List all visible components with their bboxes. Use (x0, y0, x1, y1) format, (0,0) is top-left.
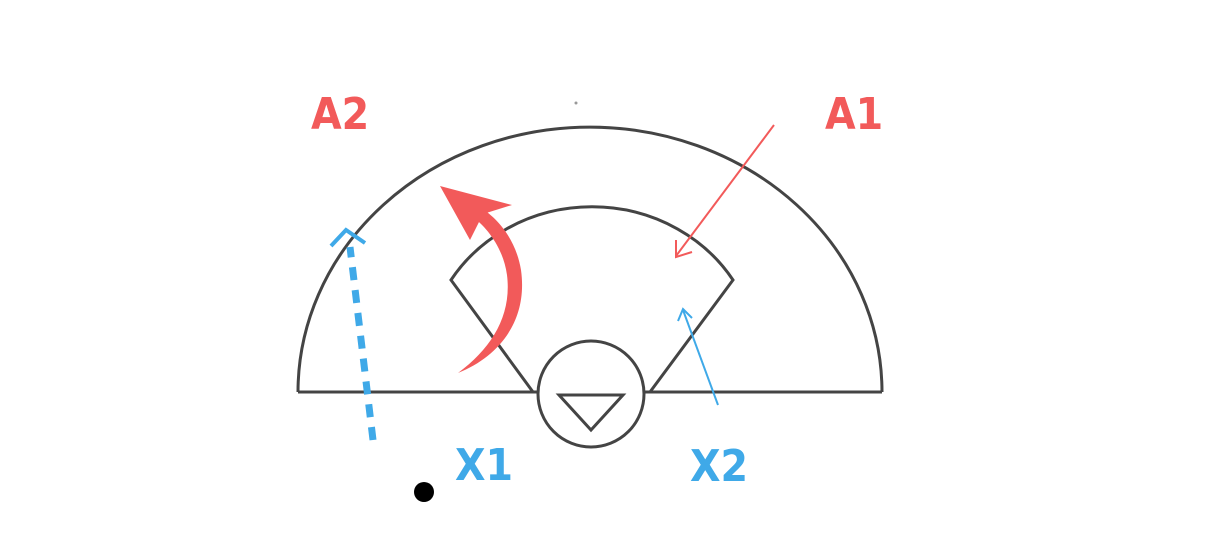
center-triangle (555, 393, 627, 433)
red-curved-arrow-head (440, 186, 512, 240)
label-a1: A1 (825, 89, 883, 140)
blue-dotted-path (346, 246, 377, 441)
red-curved-arrow-body (458, 206, 523, 373)
outer-arc (296, 125, 884, 393)
blue-arrow-head (677, 307, 693, 322)
red-arrow-line (675, 124, 775, 257)
label-x1: X1 (455, 440, 513, 491)
player-dot (414, 482, 434, 502)
label-a2: A2 (311, 89, 369, 140)
stray-dot (574, 101, 578, 105)
blue-dotted-arrow-head (329, 227, 367, 248)
red-arrow-head (675, 240, 693, 259)
blue-arrow-line (682, 309, 719, 406)
label-x2: X2 (690, 441, 748, 492)
inner-sector (449, 205, 735, 393)
